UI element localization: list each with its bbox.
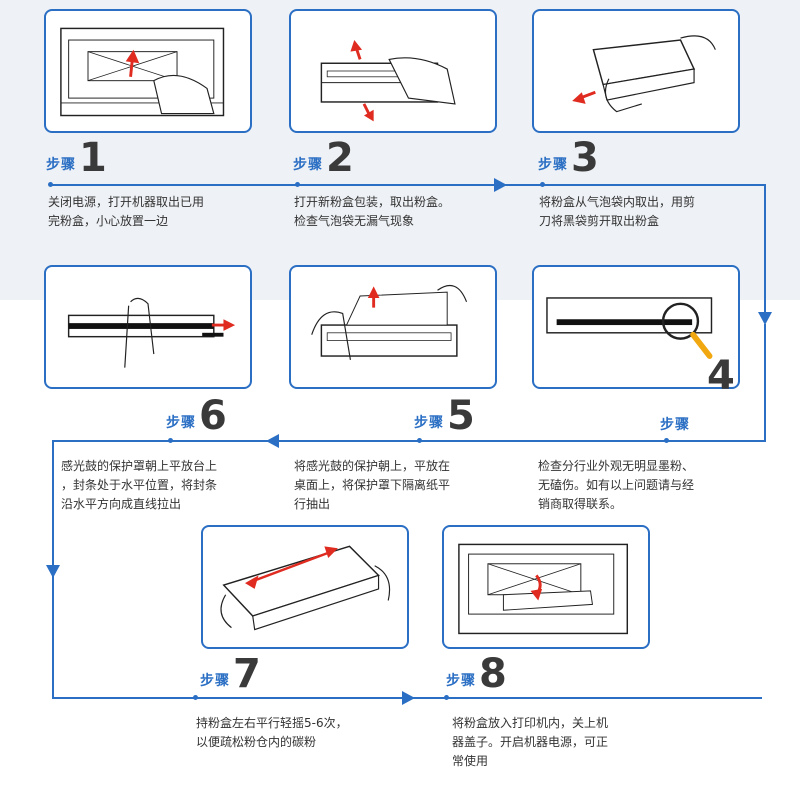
magnifier-icon: [661, 302, 700, 340]
step-2-label: 步骤 2: [293, 138, 354, 178]
step-6-description: 感光鼓的保护罩朝上平放台上 ，封条处于水平位置，将封条 沿水平方向成直线拉出: [61, 459, 218, 511]
install-cartridge-illustration: [458, 543, 629, 635]
printer-open-illustration: [60, 27, 225, 117]
step-number: 1: [79, 135, 107, 181]
step-number: 4: [707, 353, 735, 399]
step-3-description: 将粉盒从气泡袋内取出，用剪 刀将黑袋剪开取出粉盒: [539, 195, 696, 228]
step-6-illustration: [44, 265, 252, 389]
step-7-illustration: [201, 525, 409, 649]
step-number: 7: [233, 651, 261, 697]
pull-separator-paper-illustration: [311, 284, 468, 360]
step-3-illustration: [532, 9, 740, 133]
step-7-description: 持粉盒左右平行轻摇5-6次， 以便疏松粉仓内的碳粉: [196, 716, 348, 749]
pull-seal-strip-illustration: [67, 297, 236, 368]
step-8-label: 步骤 8: [446, 654, 507, 694]
step-word: 步骤: [166, 415, 196, 431]
step-number: 3: [571, 135, 599, 181]
step-5-description: 将感光鼓的保护朝上，平放在 桌面上，将保护罩下隔离纸平 行抽出: [294, 459, 451, 511]
step-word: 步骤: [46, 157, 76, 173]
step-number: 6: [199, 393, 227, 439]
step-8-description: 将粉盒放入打印机内，关上机 器盖子。开启机器电源，可正 常使用: [452, 716, 609, 768]
shake-cartridge-illustration: [220, 545, 391, 631]
arrow-left-icon: [572, 92, 586, 104]
step-2-description: 打开新粉盒包装，取出粉盒。 检查气泡袋无漏气现象: [294, 195, 451, 228]
step-8-illustration: [442, 525, 650, 649]
arrow-right-icon: [223, 319, 236, 331]
arrow-down-icon: [363, 109, 374, 122]
step-5-label: 步骤 5: [414, 396, 475, 436]
step-1-description: 关闭电源，打开机器取出已用 完粉盒，小心放置一边: [48, 195, 205, 228]
step-7-label: 步骤 7: [200, 654, 261, 694]
arrow-up-icon: [125, 49, 140, 64]
step-3-label: 步骤 3: [538, 138, 599, 178]
step-word: 步骤: [293, 157, 323, 173]
step-word: 步骤: [414, 415, 444, 431]
arrow-left-icon: [245, 575, 259, 589]
step-6-label: 步骤 6: [166, 396, 227, 436]
step-1-label: 步骤 1: [46, 138, 107, 178]
step-4-illustration: [532, 265, 740, 389]
inspect-cartridge-illustration: [546, 297, 713, 359]
step-word: 步骤: [446, 673, 476, 689]
remove-from-bag-illustration: [572, 35, 716, 113]
step-4-description: 检查分行业外观无明显墨粉、 无磕伤。如有以上问题请与经 销商取得联系。: [538, 459, 695, 511]
step-1-illustration: [44, 9, 252, 133]
step-number: 5: [447, 393, 475, 439]
unpack-cartridge-illustration: [320, 40, 456, 122]
step-2-illustration: [289, 9, 497, 133]
arrow-right-icon: [324, 546, 338, 558]
arrow-up-icon: [367, 286, 380, 298]
arrow-up-icon: [350, 40, 363, 52]
step-number: 8: [479, 651, 507, 697]
step-5-illustration: [289, 265, 497, 389]
step-word: 步骤: [660, 417, 690, 433]
step-number: 2: [326, 135, 354, 181]
step-word: 步骤: [538, 157, 568, 173]
step-word: 步骤: [200, 673, 230, 689]
